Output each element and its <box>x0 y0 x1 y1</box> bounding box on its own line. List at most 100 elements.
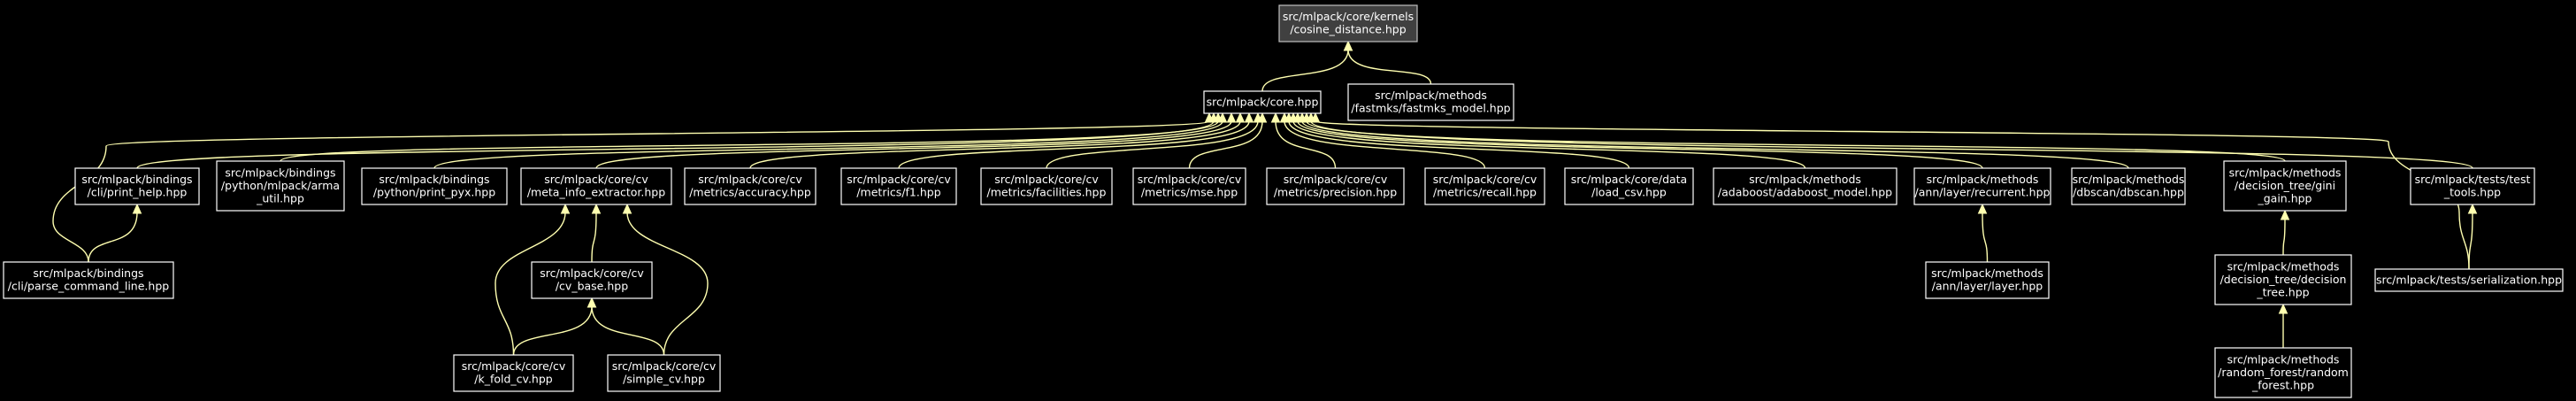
edge-decision_tree-to-gini <box>2282 218 2286 256</box>
node-label-line: /python/print_pyx.hpp <box>373 186 495 199</box>
node-cv-base[interactable]: src/mlpack/core/cv/cv_base.hpp <box>531 261 653 299</box>
node-box[interactable] <box>1913 167 2051 205</box>
node-mse[interactable]: src/mlpack/core/cv/metrics/mse.hpp <box>1132 167 1246 205</box>
edge-k_fold-to-cv_base <box>512 305 593 356</box>
node-fastmks[interactable]: src/mlpack/methods/fastmks/fastmks_model… <box>1347 83 1514 121</box>
node-label-line: src/mlpack/core/cv <box>544 173 648 186</box>
node-test-tools[interactable]: src/mlpack/tests/test_tools.hpp <box>2410 167 2535 205</box>
node-box[interactable] <box>2410 167 2535 205</box>
node-box[interactable] <box>2223 160 2347 212</box>
edge-adaboost-to-core <box>1292 120 1806 169</box>
node-print-pyx[interactable]: src/mlpack/bindings/python/print_pyx.hpp <box>361 167 508 205</box>
node-box[interactable] <box>607 354 721 392</box>
node-box[interactable] <box>3 261 174 299</box>
node-box[interactable] <box>520 167 672 205</box>
node-label-line: /random_forest/random <box>2218 366 2349 379</box>
node-random-forest[interactable]: src/mlpack/methods/random_forest/random_… <box>2214 347 2352 398</box>
node-load-csv[interactable]: src/mlpack/core/data/load_csv.hpp <box>1564 167 1694 205</box>
node-box[interactable] <box>2374 268 2564 292</box>
node-box[interactable] <box>531 261 653 299</box>
arrowhead-fastmks-to-cosine <box>1343 40 1353 51</box>
node-box[interactable] <box>684 167 816 205</box>
node-label-line: src/mlpack/methods <box>2227 259 2340 273</box>
node-arma-util[interactable]: src/mlpack/bindings/python/mlpack/arma_u… <box>216 160 345 212</box>
node-box[interactable] <box>74 167 200 205</box>
node-box[interactable] <box>2214 347 2352 398</box>
node-box[interactable] <box>1278 4 1418 42</box>
node-box[interactable] <box>453 354 574 392</box>
node-box[interactable] <box>1424 167 1545 205</box>
node-box[interactable] <box>216 160 345 212</box>
node-label-line: /metrics/accuracy.hpp <box>689 186 811 199</box>
node-box[interactable] <box>2071 167 2186 205</box>
node-recurrent[interactable]: src/mlpack/methods/ann/layer/recurrent.h… <box>1913 167 2051 205</box>
node-dbscan[interactable]: src/mlpack/methods/dbscan/dbscan.hpp <box>2071 167 2186 205</box>
edge-accuracy-to-core <box>749 120 1241 169</box>
node-box[interactable] <box>1132 167 1246 205</box>
node-layer[interactable]: src/mlpack/methods/ann/layer/layer.hpp <box>1925 261 2050 299</box>
node-k-fold[interactable]: src/mlpack/core/cv/k_fold_cv.hpp <box>453 354 574 392</box>
node-cosine[interactable]: src/mlpack/core/kernels/cosine_distance.… <box>1278 4 1418 42</box>
node-label-line: /fastmks/fastmks_model.hpp <box>1351 102 1510 115</box>
node-box[interactable] <box>1564 167 1694 205</box>
edge-print_pyx-to-core <box>433 120 1223 169</box>
node-label-line: src/mlpack/tests/serialization.hpp <box>2376 273 2562 286</box>
node-label-line: /k_fold_cv.hpp <box>474 373 553 386</box>
node-label-line: src/mlpack/bindings <box>33 266 143 280</box>
node-label-line: /cli/parse_command_line.hpp <box>8 280 169 293</box>
node-box[interactable] <box>1203 90 1322 114</box>
arrowhead-parse_cmd-to-core <box>1204 112 1215 123</box>
node-print-help[interactable]: src/mlpack/bindings/cli/print_help.hpp <box>74 167 200 205</box>
node-parse-cmd[interactable]: src/mlpack/bindings/cli/parse_command_li… <box>3 261 174 299</box>
node-label-line: /cli/print_help.hpp <box>88 186 188 199</box>
node-f1[interactable]: src/mlpack/core/cv/metrics/f1.hpp <box>840 167 957 205</box>
node-label-line: src/mlpack/core/cv <box>1138 173 1242 186</box>
node-box[interactable] <box>1347 83 1514 121</box>
node-precision[interactable]: src/mlpack/core/cv/metrics/precision.hpp <box>1266 167 1405 205</box>
node-label-line: _util.hpp <box>256 191 304 204</box>
edge-fastmks-to-cosine <box>1347 49 1432 85</box>
edge-parse_cmd-to-print_help <box>88 212 138 263</box>
node-core[interactable]: src/mlpack/core.hpp <box>1203 90 1322 114</box>
node-label-line: src/mlpack/core/cv <box>1284 173 1388 186</box>
node-adaboost[interactable]: src/mlpack/methods/adaboost/adaboost_mod… <box>1713 167 1898 205</box>
edge-mse-to-core <box>1188 120 1263 169</box>
node-accuracy[interactable]: src/mlpack/core/cv/metrics/accuracy.hpp <box>684 167 816 205</box>
edge-facilities-to-core <box>1046 120 1259 169</box>
arrowhead-accuracy-to-core <box>1235 112 1246 123</box>
edge-arma_util-to-core <box>280 120 1219 162</box>
node-recall[interactable]: src/mlpack/core/cv/metrics/recall.hpp <box>1424 167 1545 205</box>
arrowhead-simple_cv-to-meta_info <box>622 203 632 214</box>
edge-serialization-to-core <box>1315 120 2470 270</box>
arrowhead-precision-to-core <box>1270 112 1281 123</box>
node-label-line: src/mlpack/methods <box>2227 352 2340 366</box>
node-box[interactable] <box>1713 167 1898 205</box>
node-label-line: src/mlpack/core/cv <box>612 359 717 373</box>
node-box[interactable] <box>2214 254 2352 305</box>
node-box[interactable] <box>980 167 1113 205</box>
node-label-line: src/mlpack/methods <box>1749 173 1861 186</box>
node-label-line: /ann/layer/recurrent.hpp <box>1915 186 2051 199</box>
node-decision-tree[interactable]: src/mlpack/methods/decision_tree/decisio… <box>2214 254 2352 305</box>
node-facilities[interactable]: src/mlpack/core/cv/metrics/facilities.hp… <box>980 167 1113 205</box>
edge-recall-to-core <box>1284 120 1486 169</box>
node-serialization[interactable]: src/mlpack/tests/serialization.hpp <box>2374 268 2564 292</box>
node-label-line: src/mlpack/core/cv <box>1433 173 1537 186</box>
node-box[interactable] <box>1925 261 2050 299</box>
edge-precision-to-core <box>1275 120 1337 169</box>
node-box[interactable] <box>840 167 957 205</box>
node-gini[interactable]: src/mlpack/methods/decision_tree/gini_ga… <box>2223 160 2347 212</box>
node-box[interactable] <box>361 167 508 205</box>
node-label-line: src/mlpack/bindings <box>81 173 192 186</box>
edge-simple_cv-to-cv_base <box>591 305 665 356</box>
node-box[interactable] <box>1266 167 1405 205</box>
arrowhead-serialization-to-core <box>1310 112 1321 123</box>
node-meta-info[interactable]: src/mlpack/core/cv/meta_info_extractor.h… <box>520 167 672 205</box>
edge-core-to-cosine <box>1261 49 1349 92</box>
node-label-line: src/mlpack/core/cv <box>540 266 644 280</box>
arrowhead-f1-to-core <box>1244 112 1254 123</box>
node-label-line: src/mlpack/core/cv <box>462 359 566 373</box>
node-simple-cv[interactable]: src/mlpack/core/cv/simple_cv.hpp <box>607 354 721 392</box>
node-label-line: /dbscan/dbscan.hpp <box>2073 186 2184 199</box>
edge-simple_cv-to-meta_info <box>626 212 709 356</box>
